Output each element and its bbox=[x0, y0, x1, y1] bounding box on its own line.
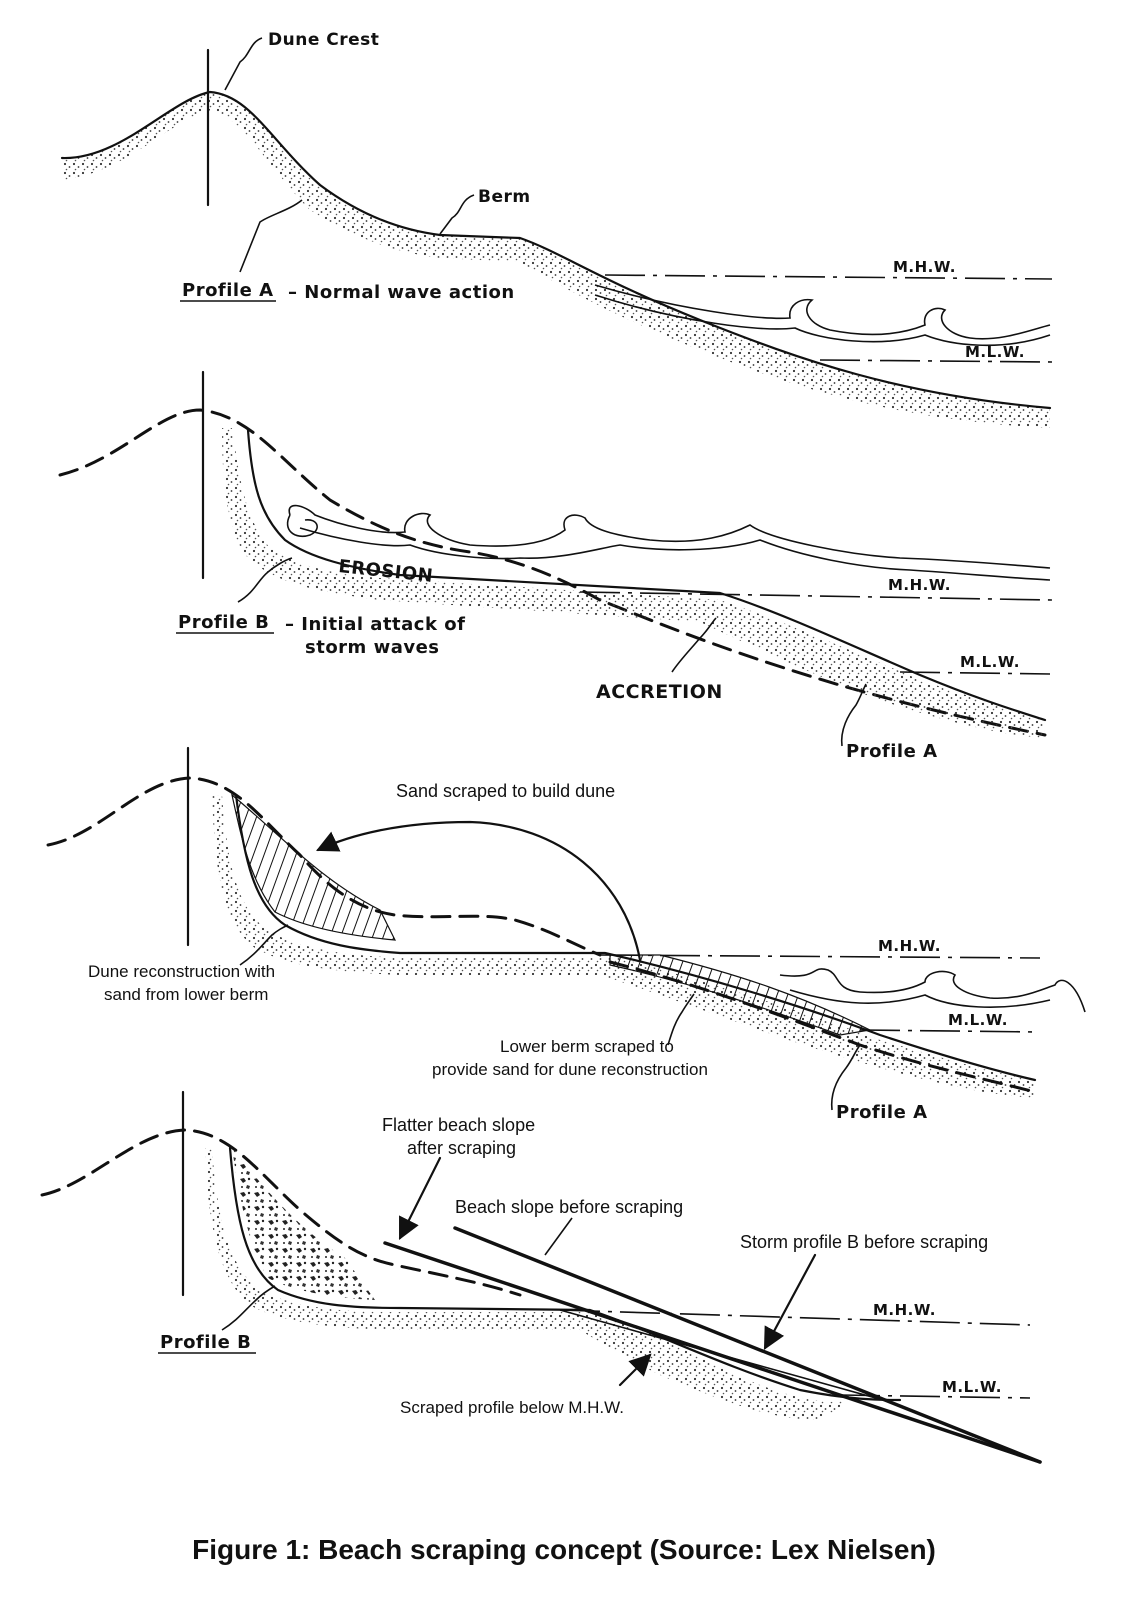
before-slope-leader bbox=[544, 1217, 573, 1256]
panel-c-original-dune bbox=[46, 776, 602, 957]
profile-a-desc: – Normal wave action bbox=[288, 282, 515, 303]
panel-b-profile-a-label: Profile A bbox=[846, 741, 938, 762]
panel-b-wave-upper bbox=[288, 504, 1051, 569]
scraped-profile-label: Scraped profile below M.H.W. bbox=[400, 1398, 624, 1417]
dune-reconstruction-label-2: sand from lower berm bbox=[104, 985, 268, 1004]
figure-caption: Figure 1: Beach scraping concept (Source… bbox=[192, 1534, 936, 1565]
panel-b-curl bbox=[286, 514, 318, 537]
panel-a-mhw-label: M.H.W. bbox=[893, 258, 956, 276]
panel-c-lower-berm-leader bbox=[667, 993, 695, 1046]
panel-b: EROSION Profile B – Initial attack of st… bbox=[58, 370, 1053, 762]
storm-profile-arrow bbox=[763, 1253, 817, 1350]
flatter-slope-label-2: after scraping bbox=[407, 1138, 516, 1158]
panel-b-mhw-label: M.H.W. bbox=[888, 576, 951, 594]
panel-d-mhw-line bbox=[559, 1309, 1031, 1326]
panel-d-scraped-line bbox=[559, 1309, 891, 1403]
berm-label: Berm bbox=[478, 187, 531, 207]
panel-a-wave-1 bbox=[594, 284, 1051, 340]
panel-c: Sand scraped to build dune Dune reconstr… bbox=[46, 746, 1086, 1123]
panel-b-wave-lower bbox=[299, 527, 1051, 581]
sand-scraped-label: Sand scraped to build dune bbox=[396, 781, 615, 801]
panel-d: Flatter beach slope after scraping Beach… bbox=[40, 1090, 1042, 1464]
panel-b-mlw-label: M.L.W. bbox=[960, 653, 1020, 671]
profile-b-desc-2: storm waves bbox=[305, 637, 440, 658]
panel-c-profile-a-leader bbox=[830, 1044, 861, 1111]
panel-d-profile-leader bbox=[221, 1285, 276, 1331]
panel-b-sand-layer bbox=[222, 428, 1045, 738]
panel-c-wave-lower bbox=[789, 989, 1051, 1008]
panel-d-rebuilt-dune bbox=[232, 1148, 375, 1300]
panel-c-mlw-label: M.L.W. bbox=[948, 1011, 1008, 1029]
flatter-slope-label-1: Flatter beach slope bbox=[382, 1115, 535, 1135]
panel-a-mhw-line bbox=[604, 274, 1053, 280]
panel-b-profile-leader bbox=[237, 557, 293, 603]
panel-a-wave-2 bbox=[594, 294, 1051, 347]
profile-a-label: Profile A bbox=[182, 280, 274, 301]
panel-c-dune-leader bbox=[239, 924, 289, 966]
panel-d-mhw-label: M.H.W. bbox=[873, 1301, 936, 1319]
scraped-profile-arrow bbox=[618, 1353, 652, 1387]
panel-a-mlw-label: M.L.W. bbox=[965, 343, 1025, 361]
panel-c-wave bbox=[779, 968, 1086, 1013]
panel-b-mhw-line bbox=[579, 591, 1053, 601]
dune-reconstruction-label-1: Dune reconstruction with bbox=[88, 962, 275, 981]
panel-a: Dune Crest Berm Profile A – Normal wave … bbox=[60, 30, 1053, 428]
panel-b-original-dune bbox=[58, 408, 1047, 737]
panel-a-berm-leader bbox=[439, 194, 475, 235]
storm-profile-label: Storm profile B before scraping bbox=[740, 1232, 988, 1252]
panel-b-storm-profile bbox=[246, 428, 1047, 722]
dune-crest-label: Dune Crest bbox=[268, 30, 379, 50]
flatter-slope-arrow bbox=[398, 1156, 442, 1240]
panel-b-profile-a-leader bbox=[840, 683, 867, 747]
panel-b-accretion-leader bbox=[671, 617, 717, 673]
before-slope-line bbox=[453, 1226, 1042, 1464]
lower-berm-label-2: provide sand for dune reconstruction bbox=[432, 1060, 708, 1079]
panel-c-profile-a-dashed bbox=[608, 960, 1037, 1094]
panel-b-mlw-line bbox=[899, 671, 1051, 675]
panel-c-dune-fill bbox=[231, 793, 397, 941]
lower-berm-label-1: Lower berm scraped to bbox=[500, 1037, 674, 1056]
panel-c-mhw-line bbox=[599, 954, 1041, 959]
panel-c-mlw-line bbox=[859, 1029, 1041, 1033]
panel-d-profile-b-label: Profile B bbox=[160, 1332, 251, 1353]
panel-a-crest-leader bbox=[224, 37, 263, 91]
panel-a-profile-leader bbox=[239, 199, 303, 273]
panel-a-profile-line bbox=[60, 90, 1052, 410]
panel-a-mlw-line bbox=[819, 359, 1053, 363]
before-slope-label: Beach slope before scraping bbox=[455, 1197, 683, 1217]
panel-c-mhw-label: M.H.W. bbox=[878, 937, 941, 955]
panel-d-original-dune bbox=[40, 1128, 522, 1297]
panel-d-mlw-label: M.L.W. bbox=[942, 1378, 1002, 1396]
profile-b-desc-1: – Initial attack of bbox=[285, 614, 465, 635]
panel-c-profile-a-label: Profile A bbox=[836, 1102, 928, 1123]
sand-transfer-arrow bbox=[316, 820, 642, 962]
accretion-label: ACCRETION bbox=[596, 681, 723, 703]
profile-b-label: Profile B bbox=[178, 612, 269, 633]
